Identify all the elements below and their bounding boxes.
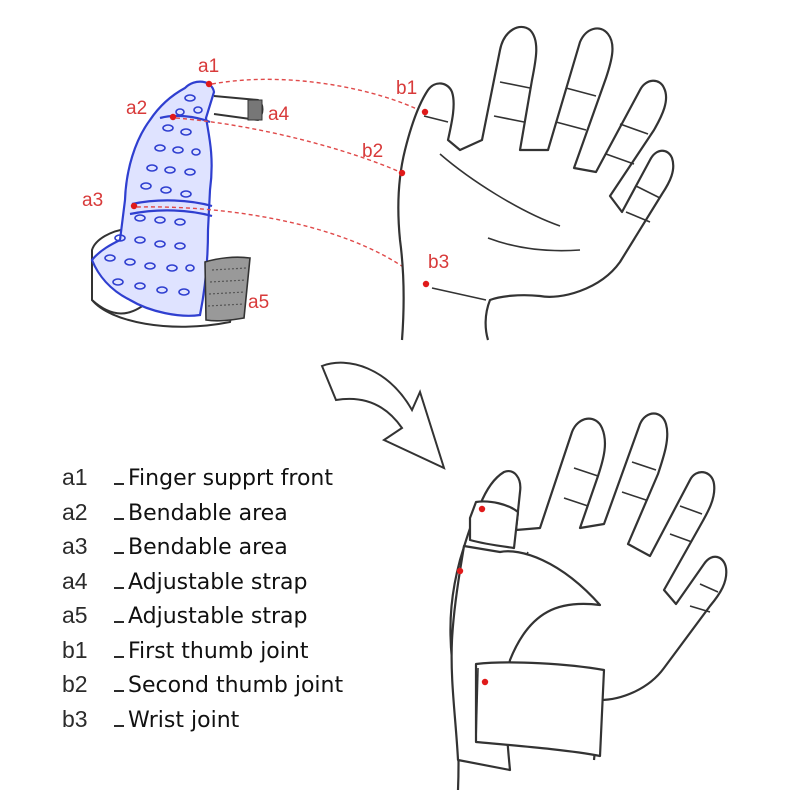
guide-a2-b2 [175,117,401,173]
worn-point-a2-marker [456,567,464,575]
brace-bend-band-lower-2 [129,209,213,218]
legend-dash [114,586,124,589]
legend-dash [114,690,124,692]
brace-strap-a5 [204,256,251,322]
thumb-brace [90,80,264,328]
legend-code: b3 [62,705,88,732]
point-a2-label: a2 [126,98,147,119]
legend-dash [114,517,124,520]
point-b3-marker [422,280,430,288]
legend-text: Finger supprt front [128,466,333,491]
legend-item: b2 Second thumb joint [62,671,392,706]
legend-text: Adjustable strap [128,604,308,629]
open-hand-creases [423,81,661,223]
worn-point-a1-marker [478,505,486,513]
open-hand-palm-lines [431,153,581,301]
legend-item: a5 Adjustable strap [62,602,392,637]
open-hand [397,25,675,341]
worn-brace-wrist-strap-inner [475,667,479,743]
point-a3-marker [130,202,138,210]
brace-perforations [104,94,203,296]
legend-text: Adjustable strap [128,569,308,595]
worn-brace [450,500,606,772]
brace-bottom-wrap [91,295,237,328]
worn-point-a3-marker [481,678,489,686]
legend-code: a2 [62,498,88,525]
point-b1-marker [421,108,429,116]
legend-dash [114,621,124,623]
point-a5-label: a5 [248,292,269,313]
legend-code: a3 [62,533,88,559]
legend-code: a1 [62,464,88,490]
brace-bend-band-lower-1 [131,199,213,208]
legend-item: b3 Wrist joint [62,706,392,741]
legend-item: a3 Bendable area [62,533,392,568]
guide-a1-b1 [211,78,424,113]
legend-item: a4 Adjustable strap [62,568,392,603]
legend-text: Wrist joint [128,707,240,733]
legend-item: a1 Finger supprt front [62,464,392,499]
point-b2-label: b2 [362,141,383,162]
legend-code: a5 [62,602,88,628]
point-b2-marker [398,169,406,177]
point-a4-label: a4 [268,104,290,125]
guide-a3-b3 [136,206,425,284]
legend-text: Second thumb joint [128,673,344,698]
legend-code: b1 [62,636,88,663]
brace-strap-a5-texture [207,267,247,307]
worn-brace-finger-band [468,500,520,550]
legend-item: b1 First thumb joint [62,637,392,672]
open-hand-outline [397,25,675,341]
point-a1-marker [205,80,213,88]
legend-item: a2 Bendable area [62,499,392,534]
legend-code: b2 [62,671,88,697]
braced-hand-creases [563,461,719,613]
point-a2-marker [169,113,177,121]
correspondence-guides [136,78,425,284]
legend-text: Bendable area [128,500,288,526]
point-b3-label: b3 [428,252,449,273]
legend-dash [114,552,124,554]
worn-brace-wrist-strap [474,661,606,758]
point-b1-label: b1 [396,78,417,99]
legend-dash [114,483,124,485]
point-a1-label: a1 [198,56,219,77]
legend-dash [114,724,124,727]
brace-strap-a4-velcro [247,99,263,121]
legend-dash [114,655,124,658]
legend-text: First thumb joint [128,638,309,664]
transition-arrow [320,361,446,470]
brace-shell [90,80,216,317]
legend-code: a4 [62,567,88,594]
legend-text: Bendable area [128,535,288,560]
point-a3-label: a3 [82,190,103,211]
